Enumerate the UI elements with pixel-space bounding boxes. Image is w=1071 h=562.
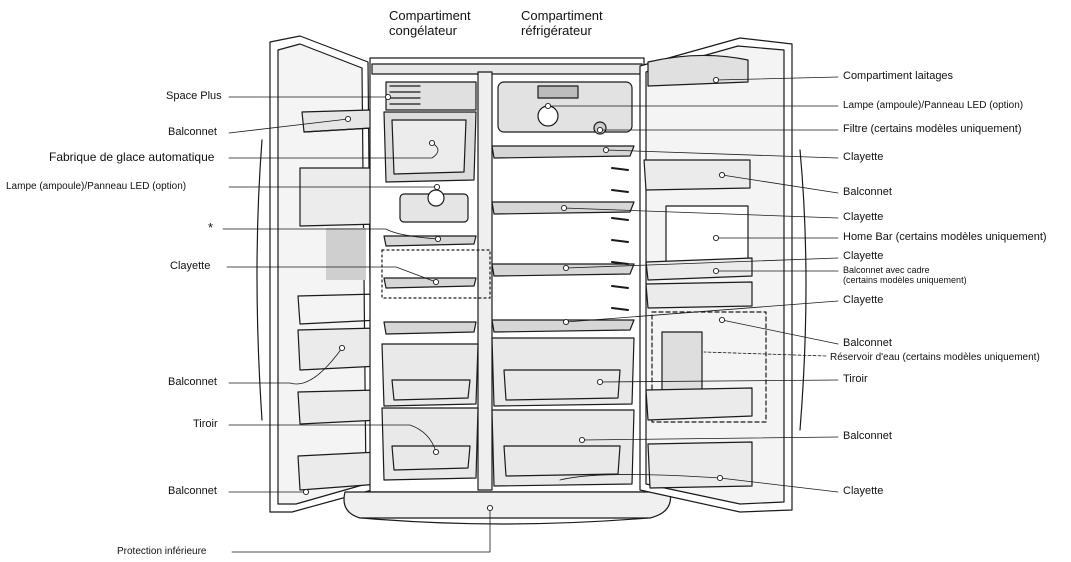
- freezer-interior: [381, 81, 491, 481]
- label-left-balconnet-3: Balconnet: [168, 485, 217, 497]
- label-right-clayette-1: Clayette: [843, 151, 884, 163]
- label-dairy-compartment: Compartiment laitages: [843, 70, 954, 82]
- leader-lines: [222, 76, 839, 553]
- label-right-balconnet-1: Balconnet: [843, 186, 892, 198]
- label-ice-maker: Fabrique de glace automatique: [49, 150, 215, 164]
- label-right-balconnet-3: Balconnet: [843, 430, 892, 442]
- label-left-tiroir: Tiroir: [193, 418, 218, 430]
- fridge-compartment-heading: Compartiment réfrigérateur: [521, 8, 603, 38]
- framed-balconnet-line1: Balconnet avec cadre: [843, 265, 930, 275]
- fridge-heading-line1: Compartiment: [521, 8, 603, 23]
- label-left-lamp: Lampe (ampoule)/Panneau LED (option): [6, 181, 187, 192]
- freezer-heading-line2: congélateur: [389, 23, 457, 38]
- label-left-clayette: Clayette: [170, 260, 211, 272]
- label-right-clayette-3: Clayette: [843, 250, 884, 262]
- label-right-clayette-4: Clayette: [843, 294, 884, 306]
- label-water-tank: Réservoir d'eau (certains modèles unique…: [830, 352, 1040, 363]
- leader-dots: [302, 76, 726, 512]
- label-space-plus: Space Plus: [166, 90, 222, 102]
- label-right-balconnet-2: Balconnet: [843, 337, 892, 349]
- label-bottom-guard: Protection inférieure: [117, 546, 207, 557]
- label-asterisk: *: [208, 220, 214, 235]
- label-left-balconnet-2: Balconnet: [168, 376, 217, 388]
- label-right-lamp: Lampe (ampoule)/Panneau LED (option): [843, 100, 1024, 111]
- label-framed-balconnet: Balconnet avec cadre (certains modèles u…: [843, 265, 967, 286]
- fridge-interior: [491, 81, 635, 487]
- fridge-heading-line2: réfrigérateur: [521, 23, 592, 38]
- right-door: [639, 37, 807, 513]
- freezer-heading-line1: Compartiment: [389, 8, 471, 23]
- label-right-clayette-5: Clayette: [843, 485, 884, 497]
- label-home-bar: Home Bar (certains modèles uniquement): [843, 231, 1047, 243]
- label-right-tiroir: Tiroir: [843, 373, 868, 385]
- left-door: [256, 35, 381, 513]
- label-filter: Filtre (certains modèles uniquement): [843, 123, 1022, 135]
- framed-balconnet-line2: (certains modèles uniquement): [843, 274, 967, 285]
- label-left-balconnet-1: Balconnet: [168, 126, 217, 138]
- freezer-compartment-heading: Compartiment congélateur: [389, 8, 471, 38]
- label-right-clayette-2: Clayette: [843, 211, 884, 223]
